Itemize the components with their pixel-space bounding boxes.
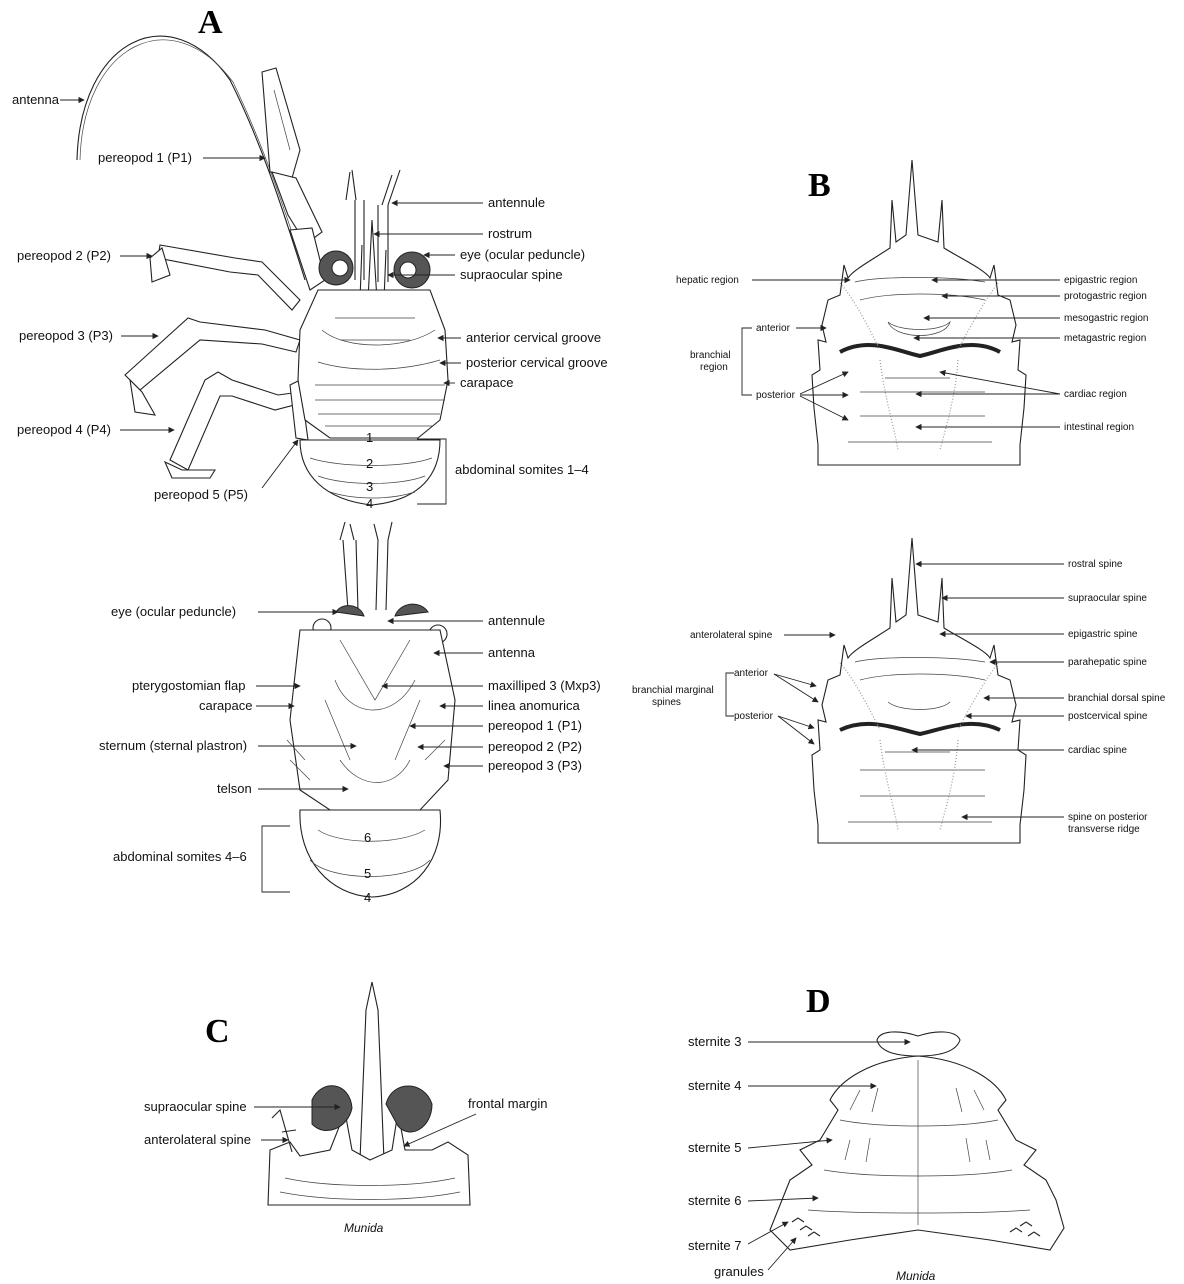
abd-number-6: 6 xyxy=(364,830,371,845)
label-telson: telson xyxy=(217,781,252,796)
label-pereopod-2: pereopod 2 (P2) xyxy=(17,248,111,263)
label-sternite-7: sternite 7 xyxy=(688,1238,741,1253)
label-pereopod-5: pereopod 5 (P5) xyxy=(154,487,248,502)
abd-number-3: 3 xyxy=(366,479,373,494)
label-antenna: antenna xyxy=(12,92,60,107)
label-sternite-4: sternite 4 xyxy=(688,1078,741,1093)
label-supraocular-spine: supraocular spine xyxy=(460,267,563,282)
label-branchial-marginal-1: branchial marginal xyxy=(632,685,714,696)
label-protogastric-region: protogastric region xyxy=(1064,291,1147,302)
label-metagastric-region: metagastric region xyxy=(1064,333,1146,344)
abd-number-5: 5 xyxy=(364,866,371,881)
label-antennule: antennule xyxy=(488,195,545,210)
label-pereopod-3-ventral: pereopod 3 (P3) xyxy=(488,758,582,773)
panel-b-spines: anterolateral spine branchial marginal s… xyxy=(632,538,1166,843)
panel-label-b: B xyxy=(808,167,831,204)
label-hepatic-region: hepatic region xyxy=(676,275,739,286)
carapace-regions-drawing xyxy=(812,160,1026,465)
label-branchial-2: region xyxy=(700,362,728,373)
label-sternite-5: sternite 5 xyxy=(688,1140,741,1155)
label-pereopod-1-ventral: pereopod 1 (P1) xyxy=(488,718,582,733)
label-intestinal-region: intestinal region xyxy=(1064,422,1134,433)
sternal-plastron-drawing xyxy=(770,1032,1064,1250)
label-antenna-ventral: antenna xyxy=(488,645,536,660)
label-sternite-6: sternite 6 xyxy=(688,1193,741,1208)
label-linea-anomurica: linea anomurica xyxy=(488,698,581,713)
label-posterior-b: posterior xyxy=(756,390,796,401)
label-abdominal-somites-1-4: abdominal somites 1–4 xyxy=(455,462,589,477)
walking-legs-drawing xyxy=(125,245,308,478)
label-maxilliped-3: maxilliped 3 (Mxp3) xyxy=(488,678,601,693)
label-abdominal-somites-4-6: abdominal somites 4–6 xyxy=(113,849,247,864)
panel-b-regions: B hepatic region branchial region anteri… xyxy=(676,160,1148,465)
label-anterolateral-spine-c: anterolateral spine xyxy=(144,1132,251,1147)
label-cardiac-spine: cardiac spine xyxy=(1068,745,1127,756)
label-eye-ventral: eye (ocular peduncle) xyxy=(111,604,236,619)
label-branchial-1: branchial xyxy=(690,350,731,361)
label-pereopod-3: pereopod 3 (P3) xyxy=(19,328,113,343)
label-posterior-ridge-1: spine on posterior xyxy=(1068,812,1148,823)
label-rostral-spine: rostral spine xyxy=(1068,559,1123,570)
label-pereopod-4: pereopod 4 (P4) xyxy=(17,422,111,437)
caption-c: Munida xyxy=(344,1221,384,1235)
label-granules: granules xyxy=(714,1264,764,1279)
munida-front-drawing xyxy=(268,982,470,1205)
label-anterolateral-spine-b: anterolateral spine xyxy=(690,630,773,641)
label-posterior-ridge-2: transverse ridge xyxy=(1068,824,1140,835)
panel-label-c: C xyxy=(205,1013,230,1050)
label-cardiac-region: cardiac region xyxy=(1064,389,1127,400)
label-posterior-cervical-groove: posterior cervical groove xyxy=(466,355,608,370)
panel-label-d: D xyxy=(806,983,831,1020)
label-carapace-ventral: carapace xyxy=(199,698,252,713)
label-rostrum: rostrum xyxy=(488,226,532,241)
label-postcervical-spine: postcervical spine xyxy=(1068,711,1148,722)
abd-number-1: 1 xyxy=(366,430,373,445)
panel-a-ventral: 6 5 4 eye (ocular peduncle) pterygostomi… xyxy=(99,522,601,905)
panel-label-a: A xyxy=(198,4,223,41)
label-branchial-dorsal-spine: branchial dorsal spine xyxy=(1068,693,1166,704)
label-pereopod-2-ventral: pereopod 2 (P2) xyxy=(488,739,582,754)
label-supraocular-spine-c: supraocular spine xyxy=(144,1099,247,1114)
panel-a-dorsal: A xyxy=(12,4,608,511)
caption-d: Munida xyxy=(896,1269,936,1283)
label-antennule-ventral: antennule xyxy=(488,613,545,628)
label-parahepatic-spine: parahepatic spine xyxy=(1068,657,1147,668)
abd-number-4: 4 xyxy=(366,496,373,511)
label-pereopod-1: pereopod 1 (P1) xyxy=(98,150,192,165)
label-eye: eye (ocular peduncle) xyxy=(460,247,585,262)
abd-number-4-ventral: 4 xyxy=(364,890,371,905)
panel-c: C supraocular spine anterolateral spine … xyxy=(144,982,547,1235)
label-epigastric-spine: epigastric spine xyxy=(1068,629,1138,640)
label-pterygostomian-flap: pterygostomian flap xyxy=(132,678,245,693)
carapace-spines-drawing xyxy=(812,538,1026,843)
label-sternite-3: sternite 3 xyxy=(688,1034,741,1049)
label-posterior-spines: posterior xyxy=(734,711,774,722)
label-anterior-spines: anterior xyxy=(734,668,769,679)
label-branchial-marginal-2: spines xyxy=(652,697,681,708)
label-carapace: carapace xyxy=(460,375,513,390)
carapace-drawing xyxy=(298,290,448,438)
label-supraocular-spine-b: supraocular spine xyxy=(1068,593,1147,604)
abd-number-2: 2 xyxy=(366,456,373,471)
label-sternum: sternum (sternal plastron) xyxy=(99,738,247,753)
label-anterior-cervical-groove: anterior cervical groove xyxy=(466,330,601,345)
front-drawing xyxy=(319,170,430,300)
panel-d: D sternite 3 sternite 4 sternite 5 stern… xyxy=(688,983,1064,1283)
label-frontal-margin: frontal margin xyxy=(468,1096,547,1111)
label-anterior-b: anterior xyxy=(756,323,791,334)
label-epigastric-region: epigastric region xyxy=(1064,275,1137,286)
label-mesogastric-region: mesogastric region xyxy=(1064,313,1148,324)
